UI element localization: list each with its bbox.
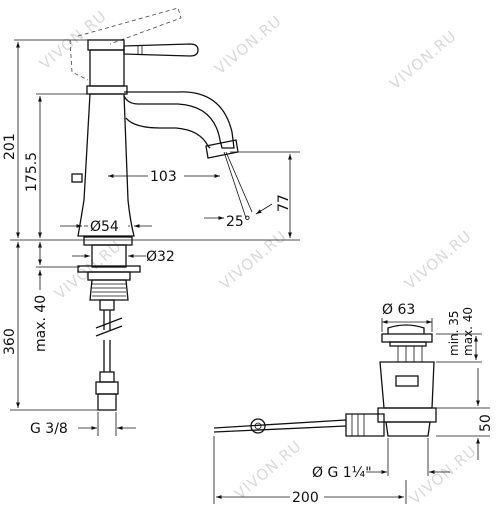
watermark: VIVON.RU xyxy=(406,442,480,508)
rod-ball xyxy=(250,418,266,434)
flange-seal xyxy=(389,341,427,347)
dim-spout-reach: 103 xyxy=(150,169,177,185)
overflow-slot xyxy=(395,375,419,387)
popup-rod xyxy=(213,419,347,429)
dim-hose-thread: G 3/8 xyxy=(30,421,68,437)
hose-crimp xyxy=(99,371,115,383)
hose-end xyxy=(97,393,117,411)
popup-knob xyxy=(71,173,83,183)
dim-waste-thread: Ø G 1¼" xyxy=(312,465,372,481)
waste-body xyxy=(379,361,435,409)
dim-spout-angle: 25° xyxy=(226,214,251,230)
lever-swing-outline xyxy=(77,7,182,45)
handle-collar xyxy=(86,85,128,95)
angle-leg xyxy=(225,151,253,213)
faucet-column xyxy=(77,93,135,237)
shank xyxy=(91,244,127,268)
spout-upper xyxy=(123,91,235,149)
faucet-dimensions: 201 175.5 103 77 25° Ø54 Ø32 360 max. 40 xyxy=(2,39,300,437)
hose-lower xyxy=(103,340,111,372)
lever-swing-arc xyxy=(69,39,89,81)
dim-waste-height: 50 xyxy=(478,414,494,432)
lever-rings xyxy=(137,45,143,55)
popup-rod-edge xyxy=(213,425,347,433)
hose-break xyxy=(95,317,123,337)
waste-nut xyxy=(377,407,437,423)
dim-faucet-height: 201 xyxy=(2,133,18,160)
waste-assembly xyxy=(213,324,437,437)
waste-dimensions: Ø 63 min. 35 max. 40 50 Ø G 1¼" 200 xyxy=(213,302,494,506)
rod-ball-center xyxy=(254,422,262,430)
dim-label-bg xyxy=(148,166,184,182)
angle-arrow-right xyxy=(255,203,273,215)
plug-guide xyxy=(397,346,423,362)
lever-handle xyxy=(123,43,199,57)
shank-tail xyxy=(99,299,115,311)
dim-waste-min: min. 35 xyxy=(447,310,461,356)
thread-lines xyxy=(92,283,126,297)
dim-base-diameter: Ø54 xyxy=(90,219,119,235)
dim-rod-length: 200 xyxy=(292,490,319,506)
dim-label-bg xyxy=(88,216,128,232)
dim-hose-length: 360 xyxy=(2,328,18,355)
popup-plug xyxy=(387,324,425,334)
coupling-knurl xyxy=(351,414,365,436)
handle-cap xyxy=(89,49,125,87)
dim-spout-height: 175.5 xyxy=(24,152,40,192)
watermark: VIVON.RU xyxy=(401,227,475,293)
watermark: VIVON.RU xyxy=(216,227,290,293)
dim-waste-diameter: Ø 63 xyxy=(382,302,415,318)
faucet-body xyxy=(69,7,239,411)
hose-upper xyxy=(103,310,111,330)
waste-flange xyxy=(381,333,433,343)
handle-cap-top xyxy=(87,39,125,51)
watermark: VIVON.RU xyxy=(386,27,460,93)
dim-shank-diameter: Ø32 xyxy=(146,249,175,265)
threaded-shank xyxy=(89,279,129,301)
dim-waste-max: max. 40 xyxy=(461,307,475,356)
dim-aerator-height: 77 xyxy=(276,194,292,212)
dim-max-deck: max. 40 xyxy=(33,295,49,352)
waste-tail xyxy=(385,421,431,437)
dim-label-bg xyxy=(290,488,324,504)
rod-coupling xyxy=(345,413,385,437)
hose-nut xyxy=(95,381,119,395)
spout-lower xyxy=(125,117,211,149)
watermark: VIVON.RU xyxy=(211,12,285,78)
angle-leg-vertical xyxy=(223,151,247,219)
watermark: VIVON.RU xyxy=(51,237,125,303)
